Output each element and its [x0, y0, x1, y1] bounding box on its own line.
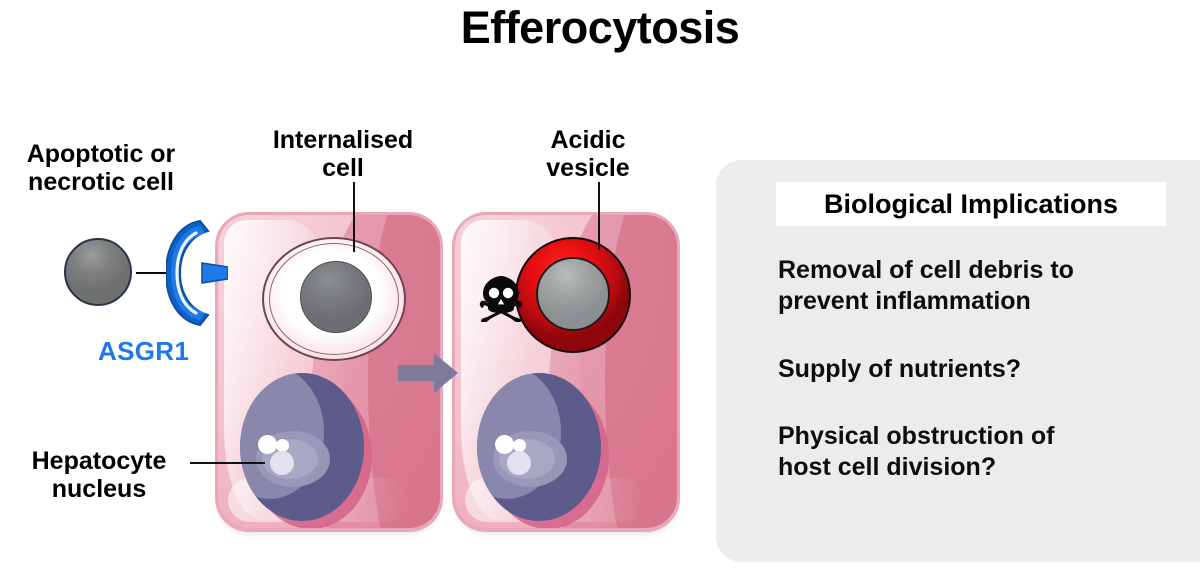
nucleolus-dot — [495, 435, 514, 454]
hepatocyte-nucleus-1 — [240, 373, 372, 528]
label-asgr1: ASGR1 — [98, 336, 190, 366]
panel-bullet-item: Removal of cell debris to prevent inflam… — [778, 256, 1074, 316]
internalised-cell-body — [300, 261, 372, 333]
panel-bullet-item: Physical obstruction of host cell divisi… — [778, 421, 1055, 481]
panel-bullet-list: Removal of cell debris to prevent inflam… — [778, 255, 1188, 519]
panel-header: Biological Implications — [776, 182, 1166, 226]
asgr1-receptor-icon — [166, 219, 228, 327]
nucleolus-dot — [276, 439, 289, 452]
panel-header-text: Biological Implications — [823, 188, 1119, 219]
acidic-vesicle — [515, 237, 631, 353]
cell-2-cytoplasm — [455, 215, 677, 528]
label-acidic-vesicle: Acidic vesicle — [546, 126, 630, 182]
label-apoptotic-cell: Apoptotic or necrotic cell — [26, 140, 176, 196]
apoptotic-necrotic-cell-body — [64, 238, 132, 306]
leader-line-acidic-vesicle — [598, 182, 600, 250]
nucleolus-dot — [270, 451, 294, 475]
leader-line-hepatocyte-nucleus — [190, 462, 265, 464]
hepatocyte-nucleus-2 — [477, 373, 609, 528]
block-arrow-right-icon — [398, 353, 458, 393]
leader-line-internalised-cell — [353, 182, 355, 252]
panel-bullet-item: Supply of nutrients? — [778, 354, 1022, 383]
nucleolus-dot — [507, 451, 531, 475]
vesicle-inner-ring — [269, 243, 399, 355]
label-internalised-cell: Internalised cell — [272, 126, 414, 182]
biological-implications-panel: Biological Implications Removal of cell … — [716, 160, 1200, 562]
internalised-cell-vesicle — [262, 237, 406, 361]
nucleolus-dot — [258, 435, 277, 454]
hepatocyte-cell-2 — [452, 212, 680, 532]
figure-title: Efferocytosis — [460, 2, 740, 53]
label-hepatocyte-nucleus: Hepatocyte nucleus — [31, 447, 167, 503]
skull-and-crossbones-icon — [479, 276, 523, 322]
degraded-cell-body — [536, 257, 610, 331]
nucleolus-dot — [513, 439, 526, 452]
